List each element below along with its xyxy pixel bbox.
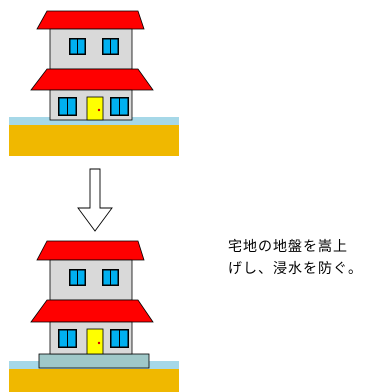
after-scene — [9, 240, 179, 392]
countermeasure-description: 宅地の地盤を嵩上 げし、浸水を防ぐ。 — [228, 236, 386, 280]
door — [86, 96, 104, 121]
upper-roof — [36, 240, 145, 261]
door — [86, 328, 104, 355]
upper-wall — [49, 28, 133, 70]
before-scene — [9, 10, 179, 156]
window — [69, 38, 86, 55]
window — [69, 269, 86, 286]
ground — [9, 124, 179, 156]
water-layer — [9, 117, 179, 125]
window — [58, 329, 77, 348]
upper-roof — [36, 10, 145, 30]
house-icon — [30, 10, 154, 121]
lower-roof — [30, 68, 154, 91]
description-line-2: げし、浸水を防ぐ。 — [228, 261, 363, 277]
window — [110, 329, 129, 348]
window — [58, 97, 77, 116]
lower-roof — [30, 299, 154, 323]
upper-wall — [49, 259, 133, 301]
down-arrow-icon — [77, 168, 113, 232]
raised-foundation — [38, 353, 150, 369]
window — [102, 38, 119, 55]
description-line-1: 宅地の地盤を嵩上 — [228, 239, 348, 255]
window — [102, 269, 119, 286]
ground — [9, 368, 179, 392]
house-icon — [30, 240, 154, 355]
window — [110, 97, 129, 116]
